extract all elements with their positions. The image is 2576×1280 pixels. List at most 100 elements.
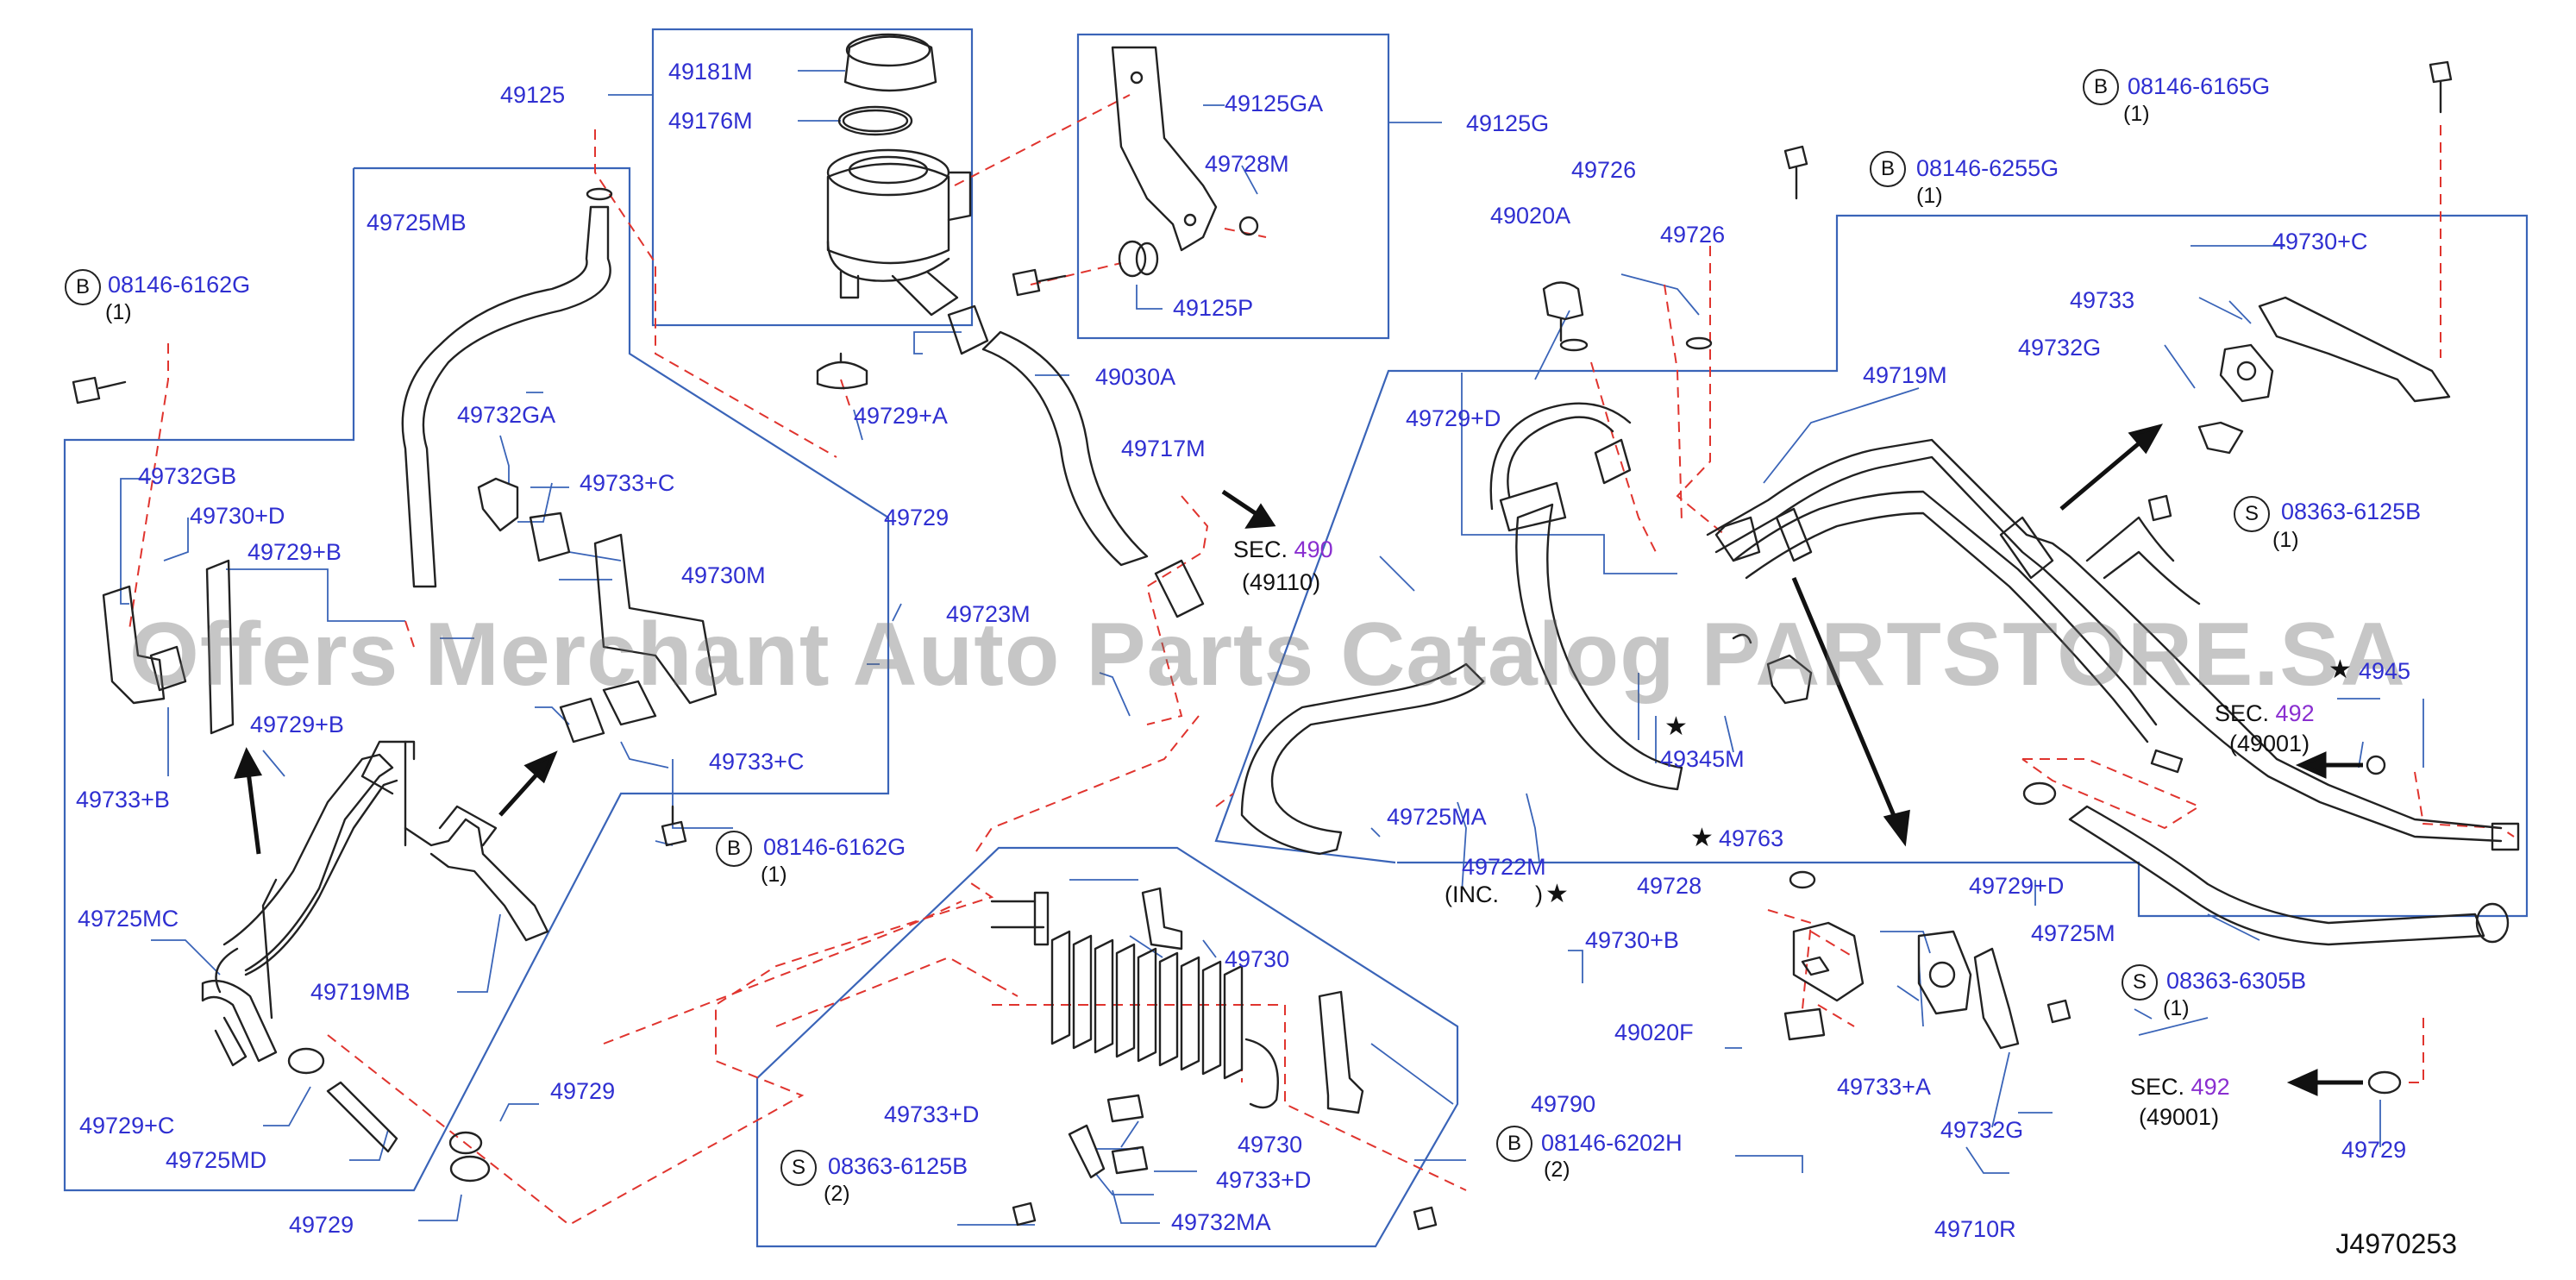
bolt-b2-part[interactable]: 08146-6162G	[763, 834, 906, 860]
bolt-b4-part[interactable]: 08146-6255G	[1916, 155, 2059, 181]
label-49733[interactable]: 49733	[2070, 287, 2135, 313]
label-49732MA[interactable]: 49732MA	[1171, 1209, 1271, 1235]
bolt-b1-part[interactable]: 08146-6162G	[108, 272, 251, 298]
bolt-b3-letter: B	[1496, 1126, 1532, 1162]
star-mark-49345M: ★	[1664, 712, 1688, 741]
label-49729B-b[interactable]: 49729+B	[250, 712, 344, 737]
label-49729A[interactable]: 49729+A	[854, 403, 948, 429]
label-49730-a[interactable]: 49730	[1225, 946, 1290, 972]
label-49733B[interactable]: 49733+B	[76, 787, 170, 813]
label-49725M[interactable]: 49725M	[2031, 920, 2115, 946]
label-49030A[interactable]: 49030A	[1095, 364, 1176, 390]
bolt-s3-part[interactable]: 08363-6305B	[2166, 968, 2307, 994]
reservoir-cap	[843, 35, 937, 92]
label-4945[interactable]: 4945	[2359, 658, 2411, 684]
sec-492-a-number[interactable]: 492	[2275, 700, 2315, 726]
bushing-49020F	[1783, 1007, 1826, 1041]
label-49730M[interactable]: 49730M	[681, 562, 766, 588]
bolt-b5-part[interactable]: 08146-6165G	[2128, 73, 2271, 99]
label-49729-bl2[interactable]: 49729	[289, 1212, 354, 1238]
label-49725MB[interactable]: 49725MB	[367, 210, 467, 235]
label-49020A[interactable]: 49020A	[1490, 203, 1571, 229]
pipe-49719M	[1706, 438, 2503, 830]
left-assembly-frame	[63, 166, 890, 1192]
label-49723M[interactable]: 49723M	[946, 601, 1031, 627]
bolt-b3-part[interactable]: 08146-6202H	[1541, 1130, 1683, 1156]
clamp-49729-right	[2367, 1070, 2402, 1095]
direction-arrows	[234, 424, 2363, 1096]
label-49345M[interactable]: 49345M	[1660, 746, 1745, 772]
sec-492-a[interactable]: SEC. 492	[2215, 700, 2315, 726]
dashed-callouts	[128, 94, 2515, 1227]
diagram-code: J4970253	[2335, 1228, 2457, 1259]
bolt-s1-part[interactable]: 08363-6125B	[828, 1153, 968, 1179]
label-49729-top[interactable]: 49729	[884, 505, 950, 530]
bolt-s2-letter: S	[2234, 496, 2270, 532]
label-49729C[interactable]: 49729+C	[79, 1113, 175, 1139]
inc-note: (INC.	[1445, 882, 1499, 907]
label-49732G-a[interactable]: 49732G	[2018, 335, 2102, 361]
grommet-49733	[2219, 343, 2274, 403]
star-mark-inc: ★	[1545, 880, 1569, 908]
bolt-b5	[2429, 60, 2453, 84]
label-49729D-a[interactable]: 49729+D	[1406, 405, 1501, 431]
label-49725MD[interactable]: 49725MD	[166, 1147, 267, 1173]
label-49733D-a[interactable]: 49733+D	[884, 1101, 980, 1127]
label-49125[interactable]: 49125	[500, 82, 566, 108]
label-49729-bl1[interactable]: 49729	[550, 1078, 616, 1104]
label-49728M[interactable]: 49728M	[1205, 151, 1289, 177]
bolt-s3-letter: S	[2122, 964, 2158, 1001]
label-49733C-bottom[interactable]: 49733+C	[709, 749, 805, 775]
label-49725MA[interactable]: 49725MA	[1387, 804, 1487, 830]
bracket-49730C	[2258, 296, 2451, 403]
hose-49725MD	[326, 1081, 398, 1153]
sec-492-b-number[interactable]: 492	[2191, 1074, 2230, 1100]
label-49020F[interactable]: 49020F	[1614, 1020, 1694, 1045]
sec-492-b-ref: (49001)	[2139, 1104, 2220, 1130]
hose-49722M	[1515, 503, 1683, 791]
label-49730D[interactable]: 49730+D	[190, 503, 285, 529]
label-49730C[interactable]: 49730+C	[2272, 229, 2368, 254]
label-49733C-top[interactable]: 49733+C	[580, 470, 675, 496]
bolt-s3-qty: (1)	[2163, 996, 2190, 1020]
sec-490[interactable]: SEC. 490	[1233, 536, 1333, 562]
label-49732G-b[interactable]: 49732G	[1940, 1117, 2024, 1143]
label-49733A[interactable]: 49733+A	[1837, 1074, 1931, 1100]
label-49725MC[interactable]: 49725MC	[78, 906, 179, 932]
sec-492-b[interactable]: SEC. 492	[2130, 1074, 2230, 1100]
label-49730B[interactable]: 49730+B	[1585, 927, 1679, 953]
label-49730-b[interactable]: 49730	[1238, 1132, 1303, 1158]
label-49729B-a[interactable]: 49729+B	[248, 539, 342, 565]
washer-49728	[1789, 870, 1816, 889]
label-49719M[interactable]: 49719M	[1863, 362, 1947, 388]
bolt-b1-letter: B	[65, 269, 101, 305]
label-49717M[interactable]: 49717M	[1121, 436, 1206, 461]
label-49729-br[interactable]: 49729	[2341, 1137, 2407, 1163]
label-49719MB[interactable]: 49719MB	[310, 979, 411, 1005]
hose-49717M	[981, 330, 1149, 567]
bolt-b2-qty: (1)	[761, 863, 787, 887]
bracket-49730B	[1792, 921, 1865, 1002]
label-49125P[interactable]: 49125P	[1173, 295, 1254, 321]
label-49176M[interactable]: 49176M	[668, 108, 753, 134]
label-49732GB[interactable]: 49732GB	[138, 463, 237, 489]
sec-490-number[interactable]: 490	[1294, 536, 1333, 562]
label-49729D-b[interactable]: 49729+D	[1969, 873, 2065, 899]
label-49722M[interactable]: 49722M	[1462, 854, 1546, 880]
label-49181M[interactable]: 49181M	[668, 59, 753, 85]
label-49728[interactable]: 49728	[1637, 873, 1702, 899]
label-49733D-b[interactable]: 49733+D	[1216, 1167, 1312, 1193]
label-49125GA[interactable]: 49125GA	[1225, 91, 1324, 116]
bolt-s2-part[interactable]: 08363-6125B	[2281, 499, 2422, 524]
label-49732GA[interactable]: 49732GA	[457, 402, 556, 428]
label-49710R[interactable]: 49710R	[1934, 1216, 2016, 1242]
clip-49732G-upper	[2197, 421, 2244, 455]
label-49726-b[interactable]: 49726	[1660, 222, 1726, 248]
bolt-b4-letter: B	[1870, 151, 1906, 187]
label-49790[interactable]: 49790	[1531, 1091, 1596, 1117]
bracket-49125GA	[1111, 46, 1218, 252]
bolt-b3	[1413, 1206, 1438, 1231]
label-49763[interactable]: 49763	[1719, 825, 1784, 851]
label-49125G[interactable]: 49125G	[1466, 110, 1550, 136]
label-49726-a[interactable]: 49726	[1571, 157, 1637, 183]
